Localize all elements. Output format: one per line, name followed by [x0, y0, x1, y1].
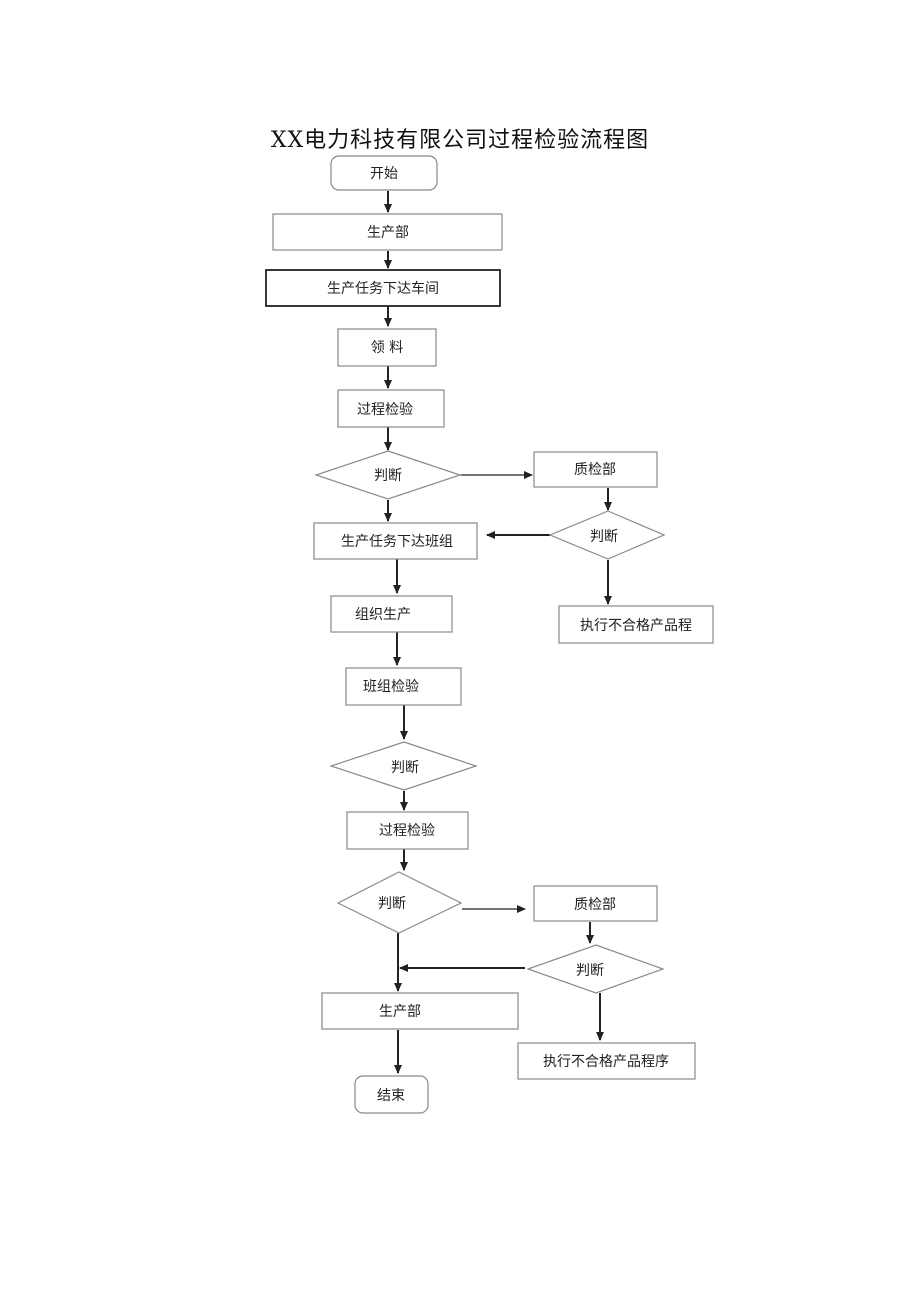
node-nonconforming-2: 执行不合格产品程序 [517, 1042, 696, 1080]
node-task-to-team: 生产任务下达班组 [313, 522, 478, 560]
node-start-label: 开始 [370, 166, 398, 182]
node-team-inspection-label: 班组检验 [363, 679, 419, 695]
diagram-title: XX电力科技有限公司过程检验流程图 [270, 128, 650, 153]
node-task-to-team-label: 生产任务下达班组 [341, 534, 453, 550]
node-decision-2: 判断 [329, 741, 478, 791]
node-material-pickup: 领 料 [337, 328, 437, 367]
node-process-inspection-2-label: 过程检验 [379, 823, 435, 839]
node-decision-1: 判断 [314, 450, 462, 500]
connectors [384, 191, 612, 1074]
node-process-inspection-2: 过程检验 [346, 811, 469, 850]
node-decision-qc-1-label: 判断 [590, 529, 618, 545]
node-qc-dept-1: 质检部 [533, 451, 658, 488]
node-task-to-workshop-label: 生产任务下达车间 [327, 280, 439, 297]
node-organize-production-label: 组织生产 [355, 607, 411, 623]
node-material-pickup-label: 领 料 [371, 340, 403, 356]
node-production-dept-2-label: 生产部 [379, 1004, 421, 1020]
node-nonconforming-1-label: 执行不合格产品程 [580, 618, 692, 634]
node-decision-2-label: 判断 [391, 760, 419, 776]
node-end-label: 结束 [377, 1088, 405, 1104]
node-decision-3: 判断 [336, 871, 463, 934]
node-qc-dept-2: 质检部 [533, 885, 658, 922]
node-end: 结束 [354, 1075, 429, 1114]
node-start: 开始 [330, 155, 438, 191]
node-process-inspection-1-label: 过程检验 [357, 402, 413, 418]
node-nonconforming-2-label: 执行不合格产品程序 [543, 1054, 669, 1070]
node-production-dept-1-label: 生产部 [367, 225, 409, 241]
node-decision-1-label: 判断 [374, 468, 402, 484]
node-decision-qc-1: 判断 [548, 510, 666, 560]
node-decision-qc-2: 判断 [526, 944, 665, 994]
node-qc-dept-1-label: 质检部 [574, 462, 616, 478]
node-process-inspection-1: 过程检验 [337, 389, 445, 428]
node-production-dept-2: 生产部 [321, 992, 519, 1030]
node-nonconforming-1: 执行不合格产品程 [558, 605, 714, 644]
node-production-dept-1: 生产部 [272, 213, 503, 251]
node-decision-qc-2-label: 判断 [576, 963, 604, 979]
node-team-inspection: 班组检验 [345, 667, 462, 706]
node-organize-production: 组织生产 [330, 595, 453, 633]
node-qc-dept-2-label: 质检部 [574, 897, 616, 913]
node-decision-3-label: 判断 [378, 896, 406, 912]
node-task-to-workshop: 生产任务下达车间 [265, 269, 501, 307]
